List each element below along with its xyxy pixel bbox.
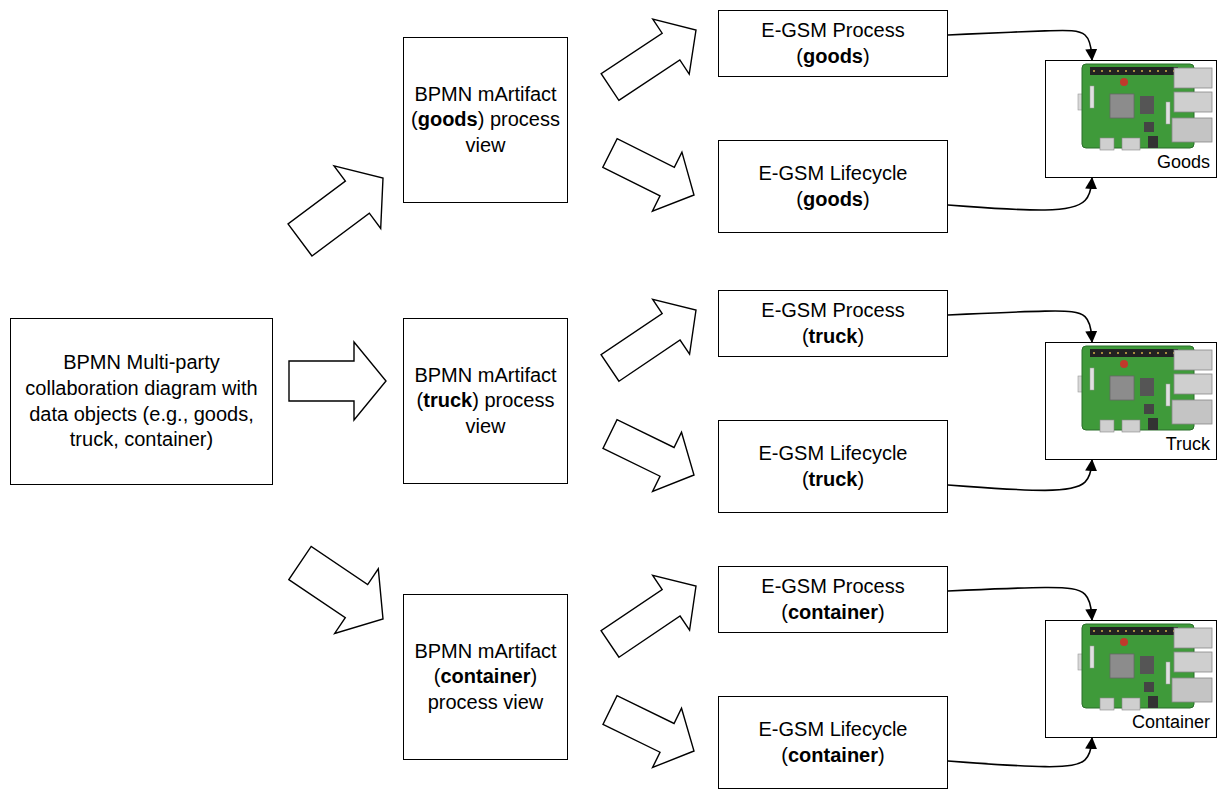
text-group: BPMN mArtifact (truck) process view — [411, 363, 561, 440]
block-arrow — [603, 696, 694, 768]
text-group: E-GSM Process (goods) — [743, 18, 923, 69]
box-text: E-GSM Process (truck) — [743, 298, 923, 349]
process-box: E-GSM Process (container) — [718, 566, 948, 633]
device-label: Goods — [1157, 151, 1210, 174]
device-label: Truck — [1166, 433, 1210, 456]
flow-arrow — [948, 311, 1092, 342]
raspberry-pi-board — [1078, 346, 1212, 432]
flow-arrow — [948, 460, 1092, 490]
block-arrow — [601, 19, 696, 100]
box-text: BPMN mArtifact (container) process view — [411, 639, 561, 716]
flow-arrow — [948, 587, 1092, 620]
lifecycle-box: E-GSM Lifecycle (container) — [718, 696, 948, 789]
collaboration-box: BPMN Multi-party collaboration diagram w… — [10, 318, 273, 485]
lifecycle-box: E-GSM Lifecycle (truck) — [718, 420, 948, 513]
text-group: Goods — [1157, 151, 1210, 174]
text-group: BPMN Multi-party collaboration diagram w… — [17, 350, 267, 452]
device-box: Goods — [1045, 60, 1217, 178]
block-arrow — [603, 420, 694, 492]
text-group: E-GSM Process (container) — [743, 574, 923, 625]
lifecycle-box: E-GSM Lifecycle (goods) — [718, 140, 948, 233]
box-text: BPMN mArtifact (goods) process view — [411, 82, 561, 159]
text-group: BPMN mArtifact (goods) process view — [411, 82, 561, 159]
block-arrow — [289, 342, 386, 420]
raspberry-pi-board — [1078, 64, 1212, 150]
artifact-view-box: BPMN mArtifact (container) process view — [403, 594, 568, 760]
raspberry-pi-board — [1078, 624, 1212, 710]
text-group: E-GSM Lifecycle (container) — [743, 717, 923, 768]
box-text: BPMN mArtifact (truck) process view — [411, 363, 561, 440]
text-group: BPMN mArtifact (container) process view — [411, 639, 561, 716]
device-box: Container — [1045, 620, 1217, 738]
box-text: E-GSM Process (goods) — [743, 18, 923, 69]
text-group: Truck — [1166, 433, 1210, 456]
artifact-view-box: BPMN mArtifact (truck) process view — [403, 318, 568, 484]
flow-arrow — [948, 30, 1092, 60]
process-box: E-GSM Process (truck) — [718, 290, 948, 357]
flow-arrow — [948, 738, 1092, 767]
artifact-view-box: BPMN mArtifact (goods) process view — [403, 37, 568, 203]
process-box: E-GSM Process (goods) — [718, 10, 948, 77]
block-arrow — [601, 575, 696, 657]
box-text: E-GSM Lifecycle (container) — [743, 717, 923, 768]
text-group: E-GSM Lifecycle (goods) — [743, 161, 923, 212]
box-text: BPMN Multi-party collaboration diagram w… — [17, 350, 267, 452]
text-group: E-GSM Process (truck) — [743, 298, 923, 349]
box-text: E-GSM Lifecycle (truck) — [743, 441, 923, 492]
block-arrow — [289, 546, 383, 633]
device-label: Container — [1132, 711, 1210, 734]
text-group: Container — [1132, 711, 1210, 734]
box-text: E-GSM Lifecycle (goods) — [743, 161, 923, 212]
block-arrow — [603, 139, 694, 211]
box-text: E-GSM Process (container) — [743, 574, 923, 625]
text-group: E-GSM Lifecycle (truck) — [743, 441, 923, 492]
block-arrow — [601, 299, 696, 381]
flow-arrow — [948, 178, 1092, 210]
block-arrow — [288, 166, 383, 256]
device-box: Truck — [1045, 342, 1217, 460]
